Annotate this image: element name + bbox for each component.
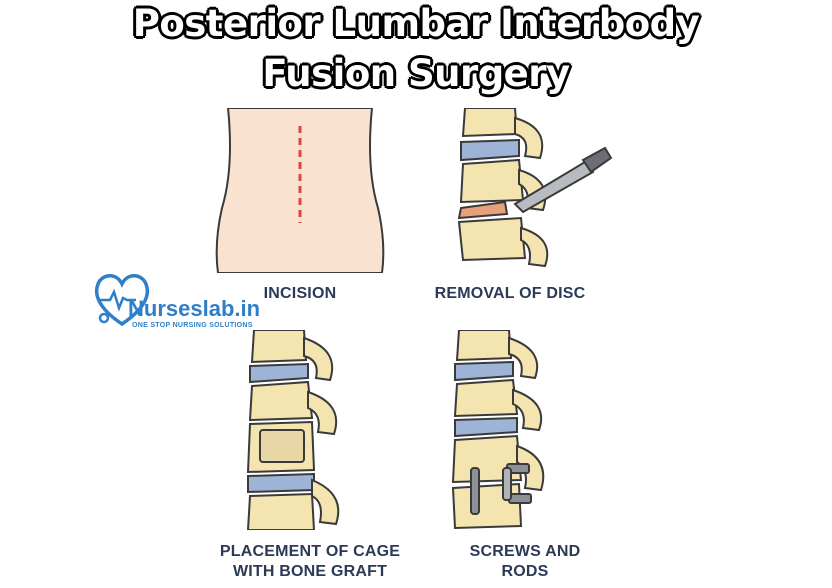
screws-rods-illustration <box>451 330 545 530</box>
logo-name: Nurseslab.in <box>128 296 261 321</box>
title-line-1: Posterior Lumbar Interbody <box>132 1 701 46</box>
disc-removal-illustration <box>457 108 613 268</box>
heart-stethoscope-icon <box>94 274 150 327</box>
caption-removal-of-disc: REMOVAL OF DISC <box>434 285 586 302</box>
nurseslab-logo: Nurseslab.in ONE STOP NURSING SOLUTIONS <box>92 268 292 340</box>
cage-placement-illustration <box>246 330 340 530</box>
caption-incision: INCISION <box>263 285 337 302</box>
title-line-2: Fusion Surgery <box>261 51 571 96</box>
caption-screws-and-rods: SCREWS AND RODS <box>469 543 581 580</box>
logo-tagline: ONE STOP NURSING SOLUTIONS <box>132 322 253 329</box>
incision-illustration <box>215 108 385 273</box>
caption-cage-placement: PLACEMENT OF CAGE WITH BONE GRAFT <box>219 543 401 580</box>
